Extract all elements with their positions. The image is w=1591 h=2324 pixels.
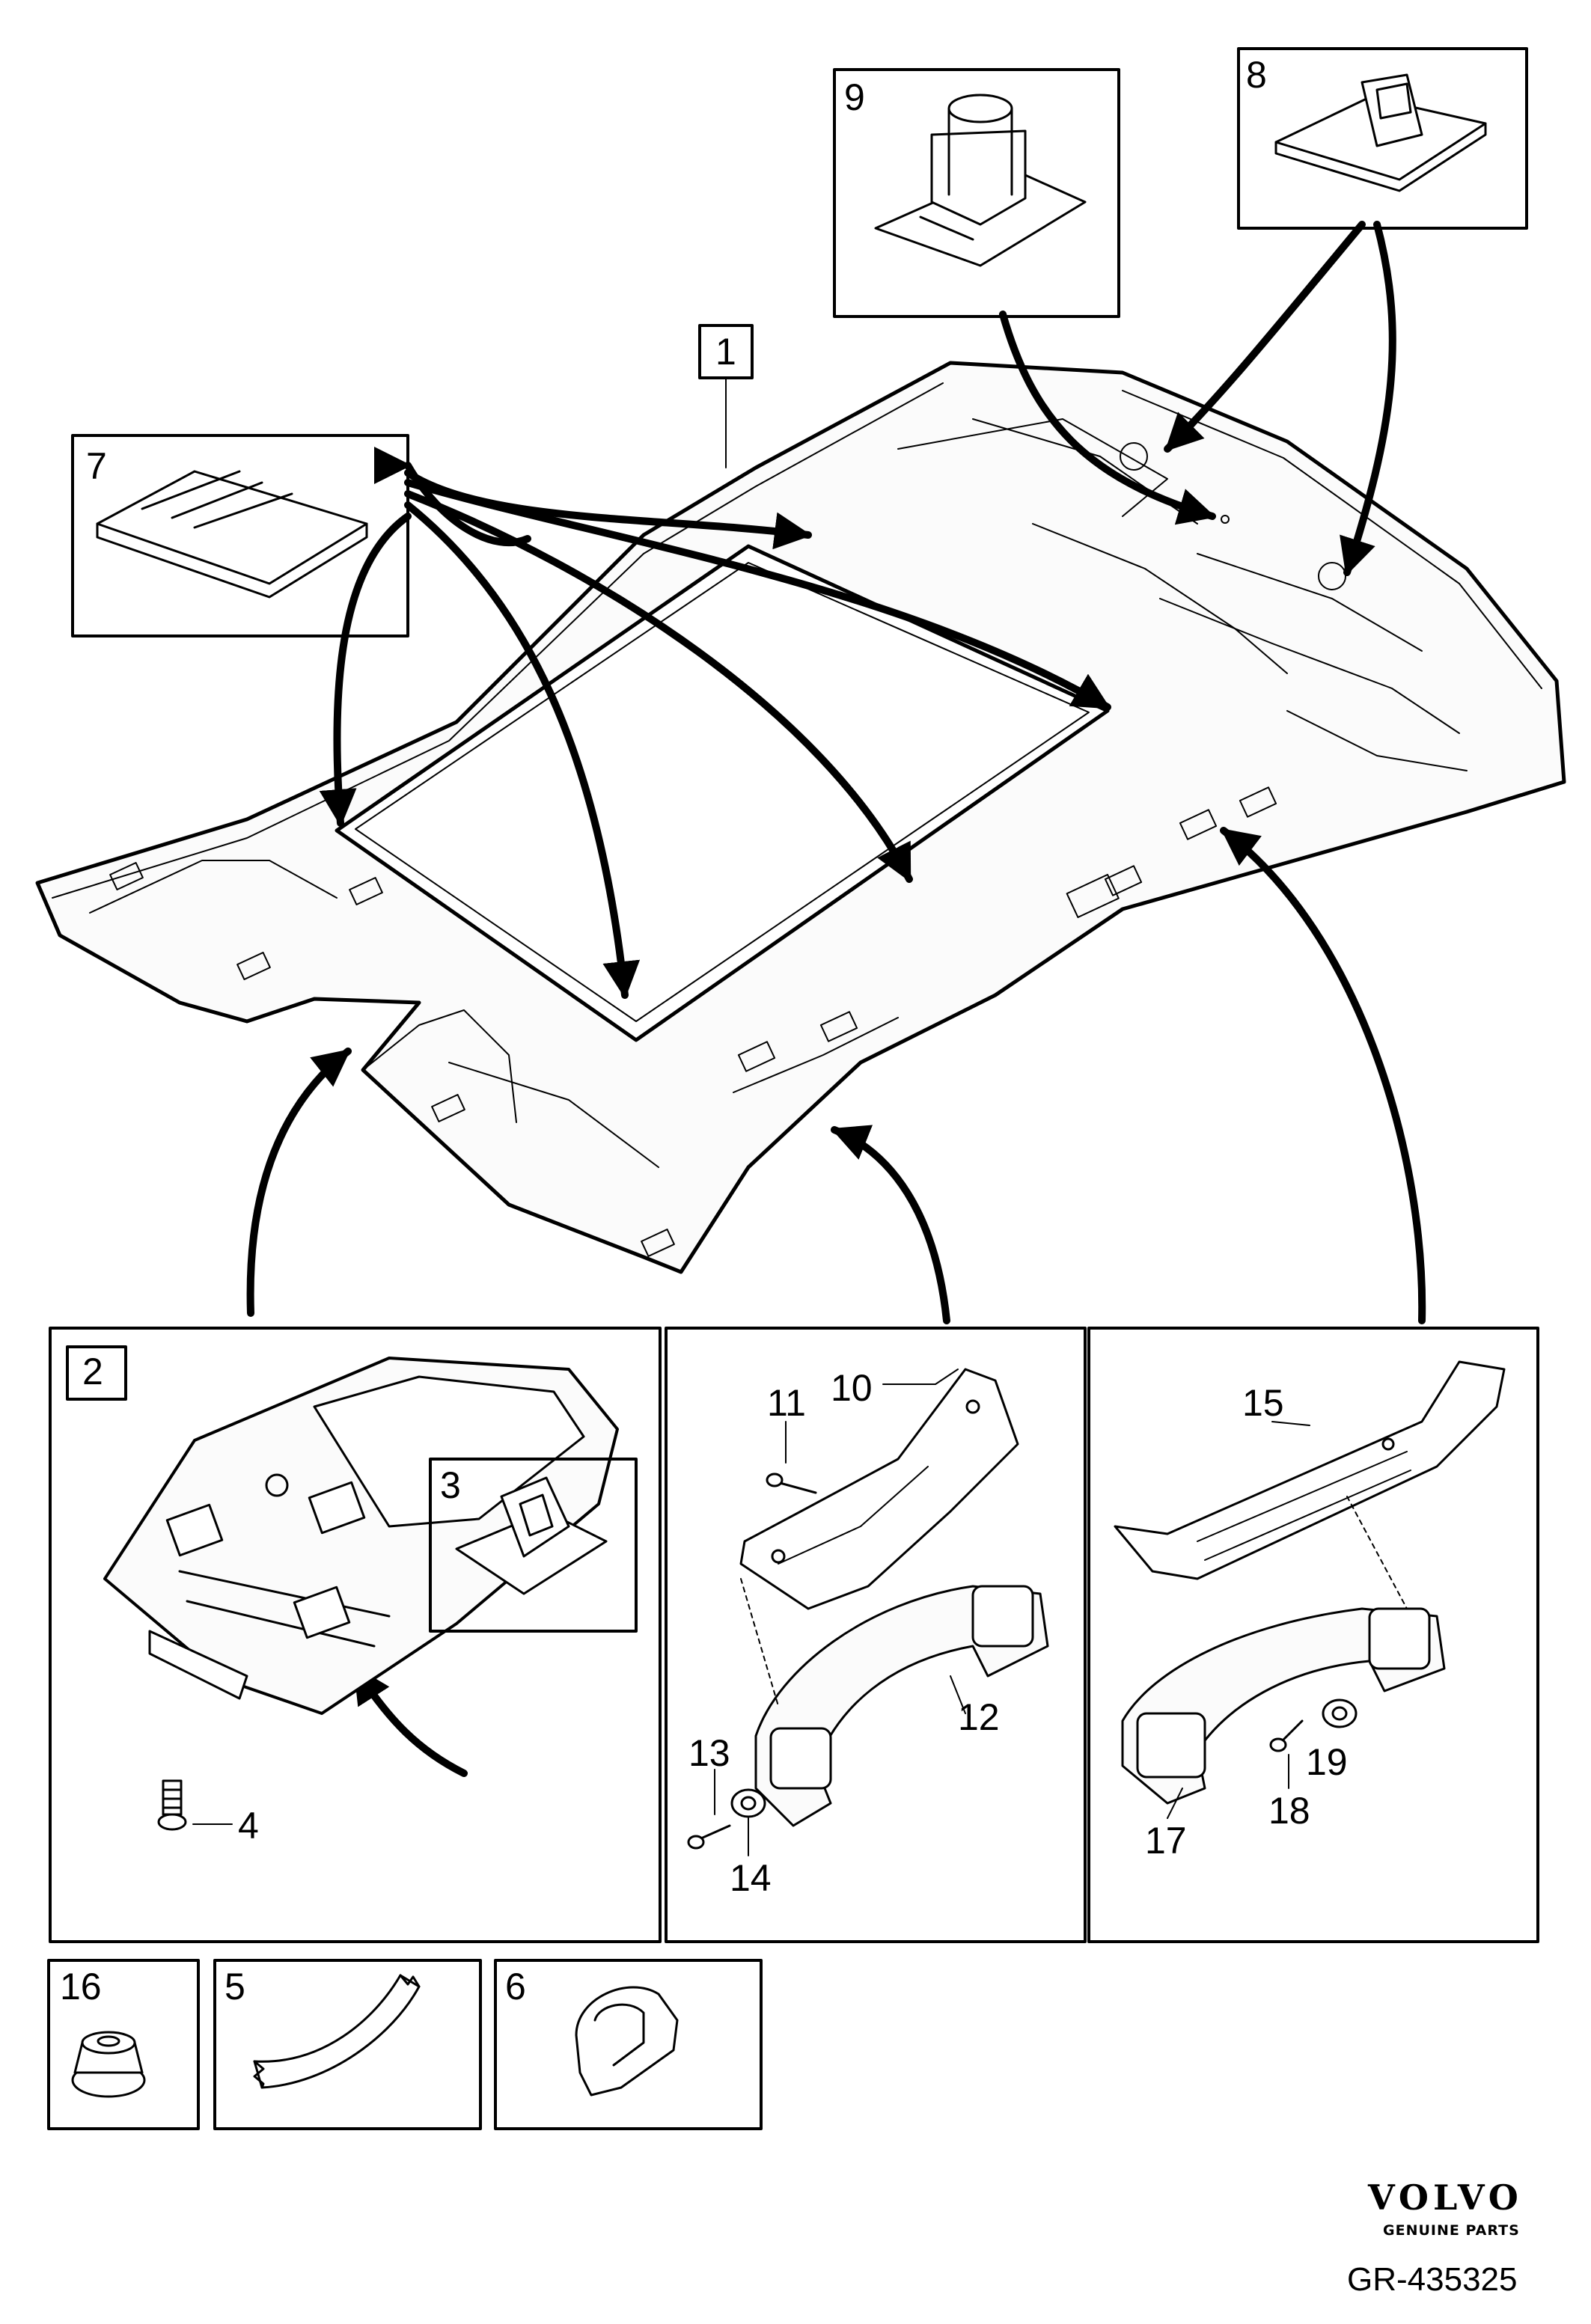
- part-label-5: 5: [225, 1966, 245, 2007]
- part-label-9: 9: [844, 76, 865, 118]
- part-label-13: 13: [688, 1732, 730, 1774]
- part-label-2: 2: [82, 1351, 103, 1392]
- part-11-screw: [766, 1421, 817, 1494]
- part-19-washer: [1322, 1698, 1358, 1728]
- box-7: [71, 434, 409, 637]
- part-12-handle: [740, 1578, 1049, 1827]
- part-label-7: 7: [86, 445, 107, 487]
- part-label-3: 3: [440, 1464, 461, 1506]
- box-8: [1237, 47, 1528, 230]
- part-label-8: 8: [1246, 54, 1267, 96]
- part-6-clip: [575, 1986, 679, 2097]
- part-15-bracket: [1114, 1360, 1506, 1580]
- part-label-10: 10: [831, 1367, 873, 1409]
- part-label-1: 1: [715, 331, 736, 373]
- part-label-19: 19: [1306, 1741, 1348, 1783]
- part-10-bracket: [739, 1368, 1019, 1610]
- part-label-18: 18: [1268, 1790, 1310, 1832]
- part-label-12: 12: [958, 1696, 1000, 1738]
- brand-tagline: GENUINE PARTS: [1383, 2222, 1520, 2239]
- part-3-clip: [455, 1476, 608, 1595]
- part-17-handle: [1121, 1496, 1446, 1819]
- part-14-washer: [730, 1788, 766, 1856]
- part-label-17: 17: [1145, 1820, 1187, 1862]
- part-16-nut: [71, 2031, 146, 2098]
- part-label-4: 4: [238, 1805, 259, 1847]
- part-18-screw: [1269, 1719, 1304, 1789]
- box-16: [47, 1959, 200, 2130]
- box-15-19: [1087, 1327, 1539, 1943]
- diagram-code: GR-435325: [1347, 2261, 1518, 2298]
- part-label-11: 11: [767, 1382, 806, 1424]
- part-label-14: 14: [730, 1857, 772, 1899]
- box-5: [213, 1959, 482, 2130]
- part-4-screw: [157, 1779, 233, 1831]
- box-3: [429, 1458, 638, 1633]
- part-label-6: 6: [505, 1966, 526, 2007]
- box-2: [49, 1327, 662, 1943]
- part-label-15: 15: [1242, 1382, 1284, 1424]
- part-9-clip: [874, 94, 1087, 267]
- brand-logo: VOLVO: [1368, 2177, 1523, 2218]
- box-9: [833, 68, 1120, 318]
- box-10-14: [665, 1327, 1087, 1943]
- box-1-frame: [698, 324, 754, 379]
- part-8-pad: [1274, 73, 1487, 192]
- part-13-screw: [687, 1769, 731, 1850]
- headliner-panel: [35, 361, 1566, 1274]
- part-label-16: 16: [60, 1966, 102, 2007]
- box-2-frame: [66, 1345, 127, 1401]
- box-6: [494, 1959, 763, 2130]
- part-2-console: [103, 1357, 619, 1715]
- part-7-pad: [96, 470, 368, 599]
- part-5-tape: [253, 1974, 421, 2089]
